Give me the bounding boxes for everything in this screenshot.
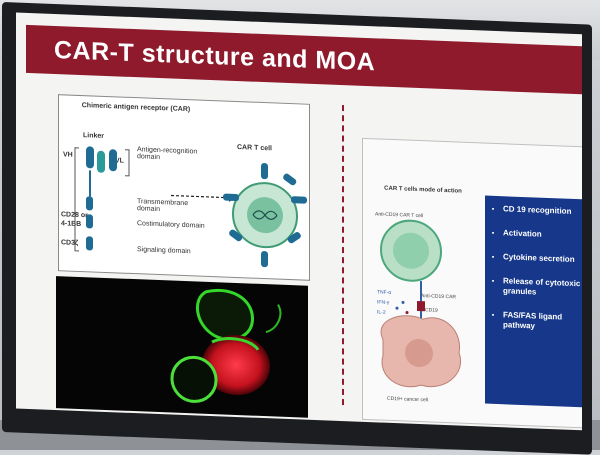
t-cell-icon — [380, 219, 442, 282]
display-frame: CAR-T structure and MOA Chimeric antigen… — [2, 2, 592, 455]
bullet-cd19: CD 19 recognition — [503, 204, 582, 217]
moa-bullet-list: CD 19 recognition Activation Cytokine se… — [491, 204, 582, 334]
moa-panel: CAR T cells mode of action Anti-CD19 CAR… — [362, 137, 582, 429]
moa-bullet-box: CD 19 recognition Activation Cytokine se… — [485, 195, 582, 408]
car-receptor-icon — [74, 146, 130, 252]
car-t-cell-icon — [223, 163, 307, 268]
slide-title: CAR-T structure and MOA — [54, 35, 376, 77]
bullet-fas: FAS/FAS ligand pathway — [503, 310, 582, 333]
cancer-cell-icon — [380, 315, 462, 388]
dashed-arrow — [171, 194, 229, 199]
microscopy-image — [56, 276, 308, 418]
bullet-activation: Activation — [503, 228, 582, 241]
slide-screen: CAR-T structure and MOA Chimeric antigen… — [16, 12, 582, 431]
slide-divider — [342, 105, 344, 406]
moa-diagram-svg — [380, 219, 462, 388]
bullet-cytotoxic: Release of cytotoxic granules — [503, 276, 582, 299]
car-diagram-svg — [74, 146, 307, 268]
title-band: CAR-T structure and MOA — [26, 24, 582, 95]
car-structure-panel: Chimeric antigen receptor (CAR) Linker V… — [58, 94, 310, 281]
bullet-cytokine: Cytokine secretion — [503, 252, 582, 265]
fluorescence-cells-svg — [170, 288, 282, 403]
